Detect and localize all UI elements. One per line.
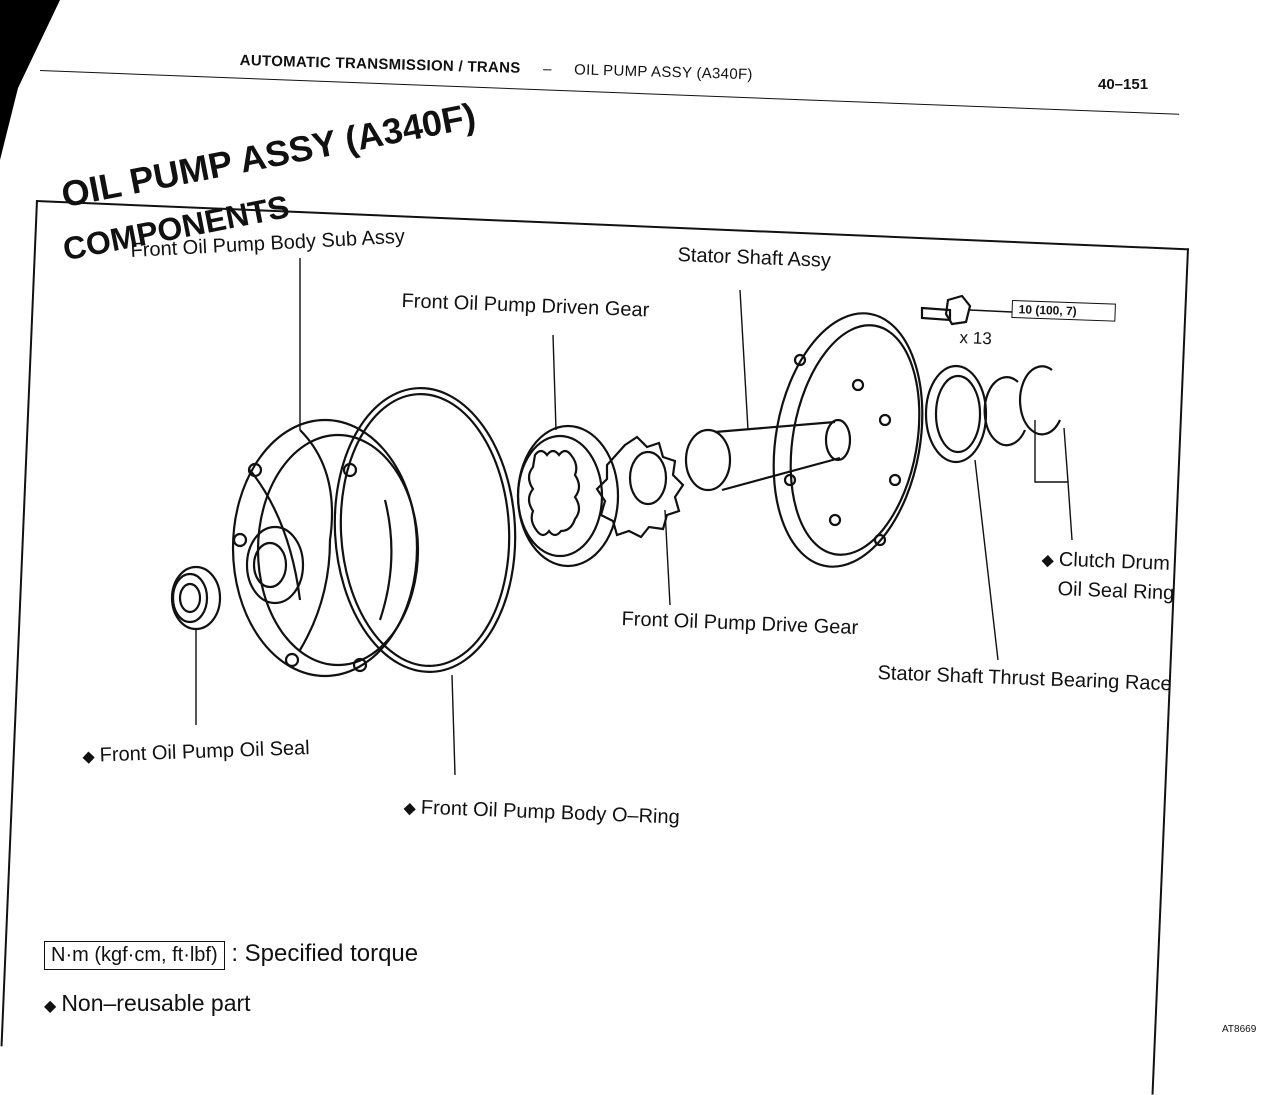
page-number: 40–151 [1098,76,1149,93]
clutch-seal-rings-drawing [983,365,1061,447]
driven-gear-drawing [516,424,620,568]
thrust-race-drawing [924,364,988,464]
drive-gear-drawing [595,435,685,539]
exploded-view-diagram [170,258,1073,776]
figure-code: AT8669 [1222,1024,1257,1035]
o-ring-drawing [333,387,517,673]
manual-page: AUTOMATIC TRANSMISSION / TRANS – OIL PUM… [0,0,1279,1048]
bolt-quantity: x 13 [959,328,993,349]
label-clutch-ring: Clutch Drum [1041,548,1170,576]
legend-torque-text: : Specified torque [231,940,419,967]
leader-lines [195,258,1073,776]
legend-torque: N·m (kgf·cm, ft·lbf) : Specified torque [44,940,418,970]
legend-torque-box: N·m (kgf·cm, ft·lbf) [44,941,225,970]
bolt-drawing [920,294,972,326]
oil-seal-drawing [170,565,222,631]
label-clutch-ring-2: Oil Seal Ring [1057,578,1175,605]
pump-body-drawing [231,418,420,678]
stator-shaft-drawing [684,312,924,568]
legend-nonreusable: Non–reusable part [44,990,250,1017]
bolt-torque-box: 10 (100, 7) [1011,300,1116,322]
